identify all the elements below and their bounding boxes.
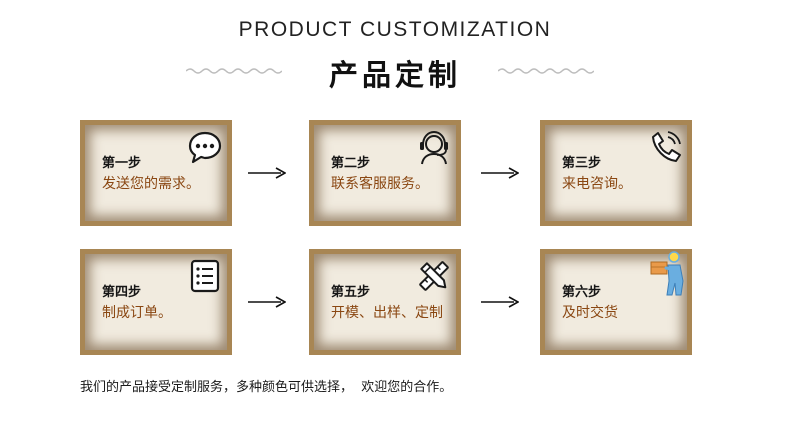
step-card-4: 第四步 制成订单。 — [80, 249, 232, 355]
right-wave-decoration — [498, 68, 594, 74]
customer-service-headset-icon — [420, 130, 448, 165]
step-label: 第一步 — [102, 156, 142, 171]
step-description: 开模、出样、定制 — [331, 305, 443, 321]
step-card-1: 第一步 发送您的需求。 — [80, 120, 232, 226]
step-description: 及时交货 — [562, 305, 618, 321]
left-wave-decoration — [186, 68, 282, 74]
pencil-ruler-icon — [419, 261, 449, 291]
arrow-right-icon — [481, 167, 519, 179]
footer-note: 我们的产品接受定制服务，多种颜色可供选择， 欢迎您的合作。 — [80, 380, 453, 395]
arrow-right-icon — [248, 167, 286, 179]
arrow-right-icon — [481, 296, 519, 308]
step-label: 第六步 — [562, 285, 602, 300]
order-list-icon — [190, 259, 220, 293]
title-english: PRODUCT CUSTOMIZATION — [238, 18, 552, 41]
step-description: 来电咨询。 — [562, 176, 632, 192]
step-label: 第五步 — [331, 285, 371, 300]
step-description: 联系客服服务。 — [331, 176, 429, 192]
step-label: 第三步 — [562, 156, 602, 171]
step-card-5: 第五步 开模、出样、定制 — [309, 249, 461, 355]
chat-bubble-icon — [188, 131, 222, 164]
step-card-3: 第三步 来电咨询。 — [540, 120, 692, 226]
step-description: 制成订单。 — [102, 305, 172, 321]
delivery-person-icon — [650, 251, 684, 296]
step-card-6: 第六步 及时交货 — [540, 249, 692, 355]
phone-icon — [652, 131, 681, 162]
arrow-right-icon — [248, 296, 286, 308]
step-label: 第四步 — [102, 285, 142, 300]
step-label: 第二步 — [331, 156, 371, 171]
title-chinese: 产品定制 — [328, 58, 461, 92]
step-description: 发送您的需求。 — [102, 176, 200, 192]
step-card-2: 第二步 联系客服服务。 — [309, 120, 461, 226]
